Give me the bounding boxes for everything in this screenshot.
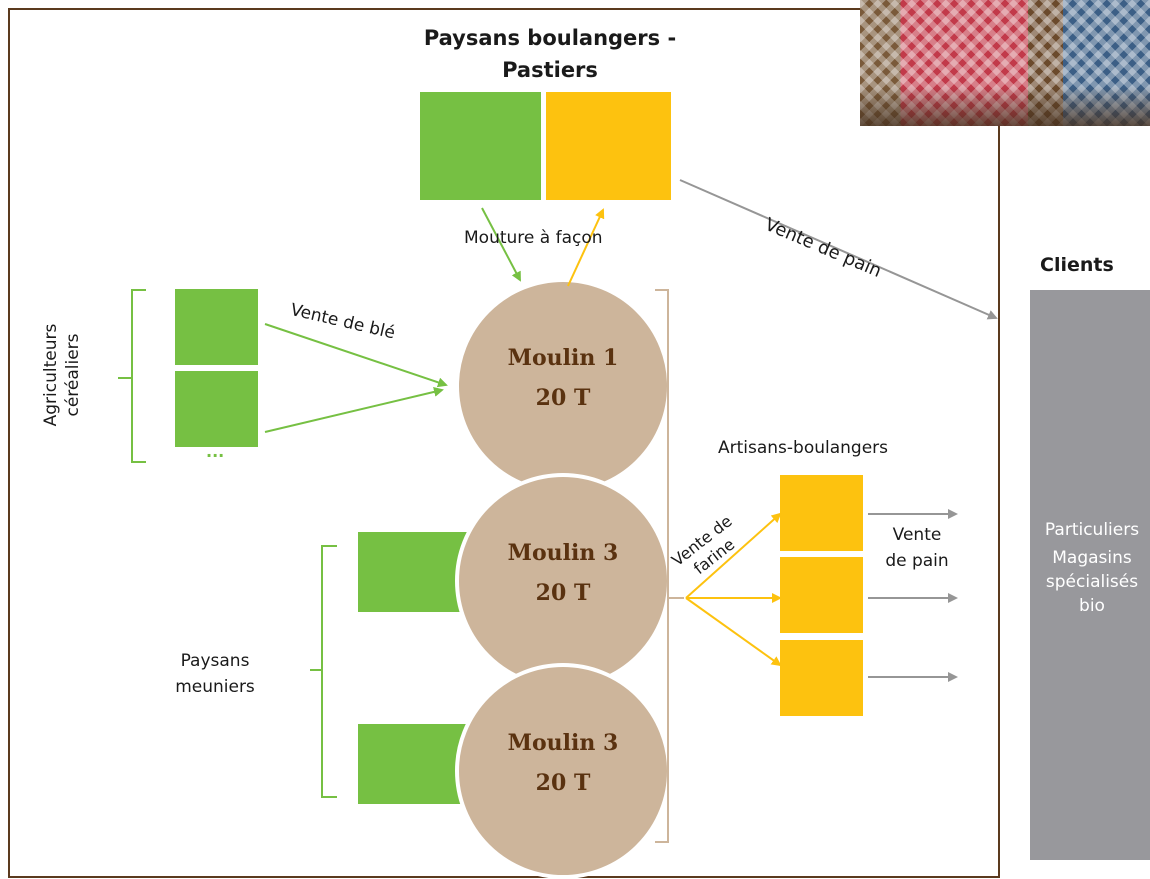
clients-bar (1030, 290, 1150, 860)
arrow-mouture-up (567, 208, 605, 287)
label-paysans-meuniers: Paysans meuniers (160, 648, 270, 700)
mill-1-name: Moulin 1 (507, 345, 619, 371)
artisan-box-2 (780, 557, 863, 633)
label-agriculteurs-line1: Agriculteurs (41, 323, 61, 427)
meunier-box-1 (358, 532, 468, 612)
mill-2 (455, 473, 671, 689)
mill-2-label: Moulin 3 20 T (455, 533, 671, 613)
paysans-boulangers-yellow-box (546, 92, 671, 200)
arrow-farine-3 (685, 597, 782, 667)
label-artisans: Artisans-boulangers (718, 438, 889, 458)
bracket-agriculteurs (118, 289, 146, 463)
mill-3-capacity: 20 T (535, 770, 591, 796)
client-item-specialises: spécialisés (1045, 572, 1139, 592)
top-title-line2: Pastiers (502, 58, 598, 82)
connector-layer (118, 179, 998, 843)
client-item-particuliers: Particuliers (1044, 520, 1140, 540)
mill-2-capacity: 20 T (535, 580, 591, 606)
mill-3 (455, 663, 671, 879)
bracket-meuniers (310, 545, 337, 798)
label-paysans-meuniers-line1: Paysans (180, 651, 250, 671)
label-ellipsis: ... (206, 442, 225, 461)
label-paysans-meuniers-line2: meuniers (175, 677, 255, 697)
label-agriculteurs-line2: céréaliers (63, 333, 83, 417)
clients-header: Clients (1040, 254, 1114, 276)
label-agriculteurs: Agriculteurs céréaliers (40, 290, 84, 460)
mill-3-label: Moulin 3 20 T (455, 723, 671, 803)
arrow-vente-pain-top (679, 179, 998, 320)
arrow-farine-1 (685, 512, 782, 599)
agriculteur-box-1 (175, 289, 258, 365)
artisan-box-1 (780, 475, 863, 551)
label-mouture: Mouture à façon (464, 228, 603, 248)
arrow-vente-ble-2 (264, 386, 444, 433)
label-vente-pain-right-line2: de pain (885, 551, 949, 571)
photo-flour-sacks (860, 0, 1150, 126)
client-item-magasins: Magasins (1052, 548, 1132, 568)
arrow-mouture-down (481, 207, 521, 282)
mill-3-name: Moulin 3 (507, 730, 619, 756)
bracket-mills (655, 289, 684, 843)
mill-2-name: Moulin 3 (507, 540, 619, 566)
client-item-bio: bio (1079, 596, 1105, 616)
label-vente-pain-right-line1: Vente (892, 525, 942, 545)
agriculteur-box-2 (175, 371, 258, 447)
arrow-vente-ble-1 (264, 323, 448, 388)
top-title: Paysans boulangers - Pastiers (380, 22, 720, 86)
label-vente-pain-right: Vente de pain (872, 522, 962, 574)
paysans-boulangers-green-box (420, 92, 541, 200)
artisan-box-3 (780, 640, 863, 716)
top-title-line1: Paysans boulangers - (423, 26, 677, 50)
meunier-box-2 (358, 724, 468, 804)
clients-list: Particuliers Magasins spécialisés bio (1022, 518, 1150, 618)
mill-1-label: Moulin 1 20 T (455, 338, 671, 418)
mill-1-capacity: 20 T (535, 385, 591, 411)
